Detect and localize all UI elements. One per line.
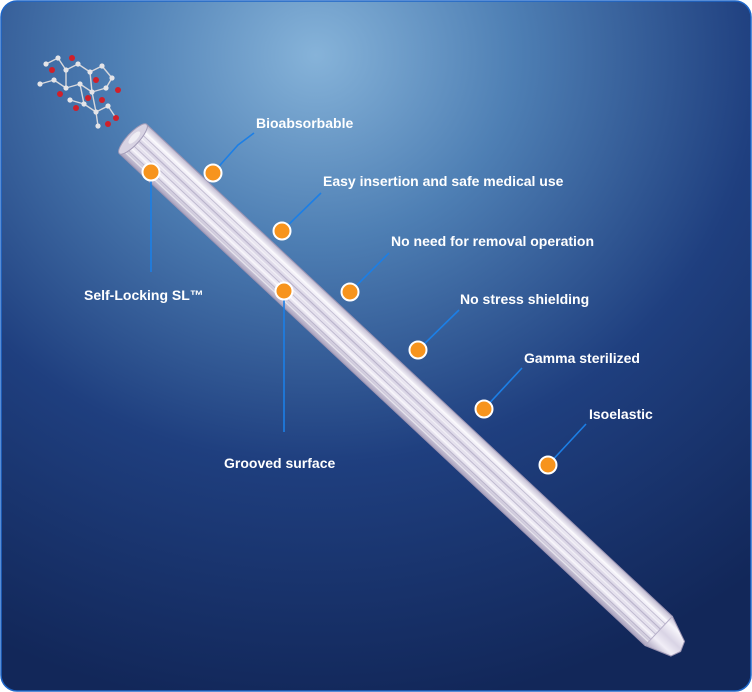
label-gamma: Gamma sterilized	[524, 350, 640, 366]
marker-isoelastic	[538, 455, 558, 475]
marker-gamma	[474, 399, 494, 419]
label-easy-insertion: Easy insertion and safe medical use	[323, 173, 564, 189]
marker-bioabsorbable	[203, 163, 223, 183]
feature-markers	[141, 162, 558, 475]
label-no-stress: No stress shielding	[460, 291, 589, 307]
molecule-structure-icon	[37, 55, 121, 129]
marker-self-locking	[141, 162, 161, 182]
leader-line-no-stress	[417, 309, 460, 351]
label-grooved: Grooved surface	[224, 455, 335, 471]
feature-labels: Bioabsorbable Easy insertion and safe me…	[84, 115, 653, 471]
marker-no-removal	[340, 282, 360, 302]
rod-grooves	[125, 131, 669, 643]
label-isoelastic: Isoelastic	[589, 406, 653, 422]
marker-easy-insertion	[272, 221, 292, 241]
leader-line-bioabsorbable	[212, 132, 255, 174]
marker-grooved	[274, 281, 294, 301]
bioabsorbable-rod	[118, 123, 686, 657]
label-self-locking: Self-Locking SL™	[84, 287, 204, 303]
label-no-removal: No need for removal operation	[391, 233, 594, 249]
marker-no-stress	[408, 340, 428, 360]
label-bioabsorbable: Bioabsorbable	[256, 115, 353, 131]
